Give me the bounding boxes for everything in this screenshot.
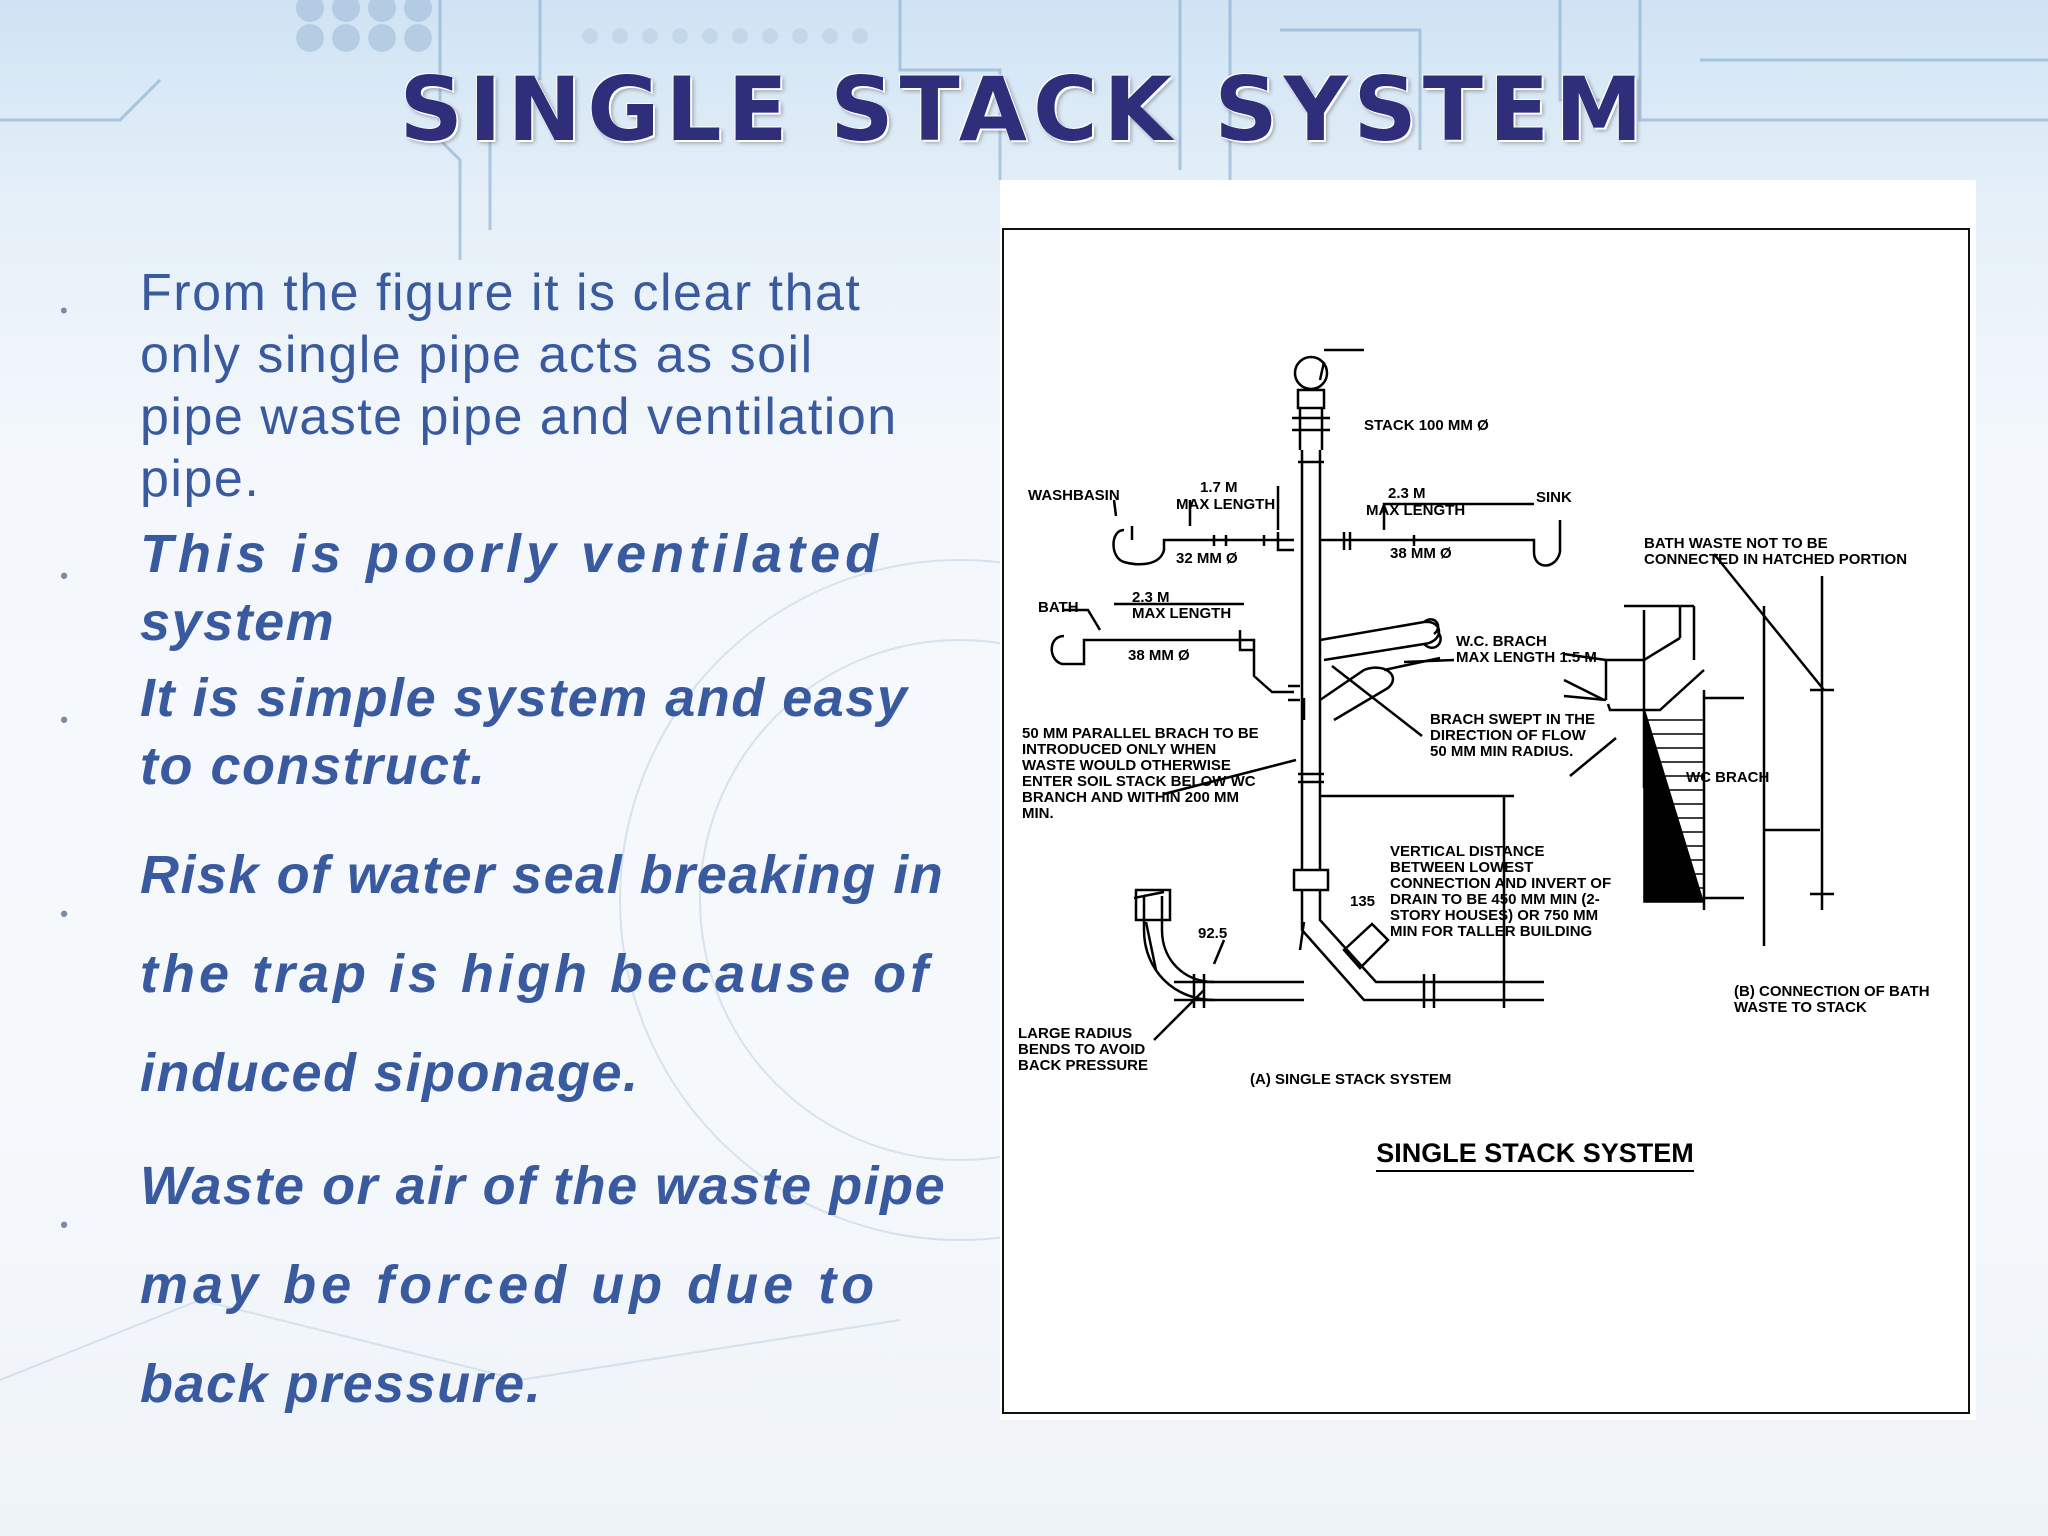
- label-bath-waste: BATH WASTE NOT TO BE: [1644, 535, 1828, 552]
- main-stack-pipe: [1300, 450, 1322, 870]
- label-bath-diameter: 38 MM Ø: [1128, 647, 1190, 664]
- label-sink: SINK: [1536, 489, 1572, 506]
- circuit-lines: [0, 0, 2048, 260]
- label-wb-length: 1.7 M: [1200, 479, 1238, 496]
- label-parallel-branch: 50 MM PARALLEL BRACH TO BE: [1022, 725, 1259, 742]
- svg-text:WASTE WOULD OTHERWISE: WASTE WOULD OTHERWISE: [1022, 757, 1231, 774]
- svg-text:MIN.: MIN.: [1022, 805, 1054, 822]
- svg-text:MAX LENGTH: MAX LENGTH: [1176, 496, 1275, 513]
- svg-text:MAX LENGTH 1.5 M: MAX LENGTH 1.5 M: [1456, 649, 1597, 666]
- label-branch-swept: BRACH SWEPT IN THE: [1430, 711, 1595, 728]
- label-vertical-distance: VERTICAL DISTANCE: [1390, 843, 1544, 860]
- svg-text:STORY HOUSES) OR 750 MM: STORY HOUSES) OR 750 MM: [1390, 907, 1598, 924]
- slide-title: SINGLE STACK SYSTEM: [399, 58, 1649, 161]
- bullet-dot-icon: •: [60, 298, 70, 323]
- hatched-portion: [1643, 706, 1704, 903]
- svg-text:BENDS TO AVOID: BENDS TO AVOID: [1018, 1041, 1145, 1058]
- svg-text:50 MM MIN RADIUS.: 50 MM MIN RADIUS.: [1430, 743, 1573, 760]
- bullet-dot-icon: •: [60, 563, 73, 588]
- svg-text:MAX LENGTH: MAX LENGTH: [1366, 502, 1465, 519]
- svg-text:CONNECTION AND INVERT OF: CONNECTION AND INVERT OF: [1390, 875, 1611, 892]
- label-large-radius: LARGE RADIUS: [1018, 1025, 1132, 1042]
- single-stack-diagram: STACK 100 MM Ø WASHBASIN 1.7 M MAX LENGT…: [1018, 348, 1930, 1088]
- label-washbasin: WASHBASIN: [1028, 487, 1120, 504]
- svg-text:BETWEEN LOWEST: BETWEEN LOWEST: [1390, 859, 1533, 876]
- label-sink-diameter: 38 MM Ø: [1390, 545, 1452, 562]
- svg-text:DIRECTION OF FLOW: DIRECTION OF FLOW: [1430, 727, 1587, 744]
- svg-text:ENTER SOIL STACK BELOW WC: ENTER SOIL STACK BELOW WC: [1022, 773, 1256, 790]
- label-angle-135: 135: [1350, 893, 1375, 910]
- label-sink-length: 2.3 M: [1388, 485, 1426, 502]
- svg-text:MIN FOR TALLER BUILDING: MIN FOR TALLER BUILDING: [1390, 923, 1592, 940]
- label-stack: STACK 100 MM Ø: [1364, 417, 1489, 434]
- label-bath-length: 2.3 M: [1132, 589, 1170, 606]
- caption-a: (A) SINGLE STACK SYSTEM: [1250, 1071, 1451, 1088]
- label-angle-92-5: 92.5: [1198, 925, 1227, 942]
- bullet-list: • From the figure it is clear that only …: [56, 262, 956, 1434]
- svg-text:WASTE TO STACK: WASTE TO STACK: [1734, 999, 1867, 1016]
- svg-text:DRAIN TO BE 450 MM MIN (2-: DRAIN TO BE 450 MM MIN (2-: [1390, 891, 1600, 908]
- svg-text:INTRODUCED ONLY WHEN: INTRODUCED ONLY WHEN: [1022, 741, 1216, 758]
- svg-text:BACK PRESSURE: BACK PRESSURE: [1018, 1057, 1148, 1074]
- bullet-item: • From the figure it is clear that only …: [60, 264, 898, 508]
- figure-caption: SINGLE STACK SYSTEM: [1376, 1138, 1694, 1172]
- svg-text:CONNECTED IN HATCHED PORTION: CONNECTED IN HATCHED PORTION: [1644, 551, 1907, 568]
- label-bath: BATH: [1038, 599, 1079, 616]
- bullet-dot-icon: •: [60, 901, 70, 926]
- caption-b: (B) CONNECTION OF BATH: [1734, 983, 1930, 1000]
- bullet-item: • It is simple system and easy to constr…: [60, 668, 909, 796]
- label-wb-diameter: 32 MM Ø: [1176, 550, 1238, 567]
- svg-text:BRANCH AND WITHIN 200 MM: BRANCH AND WITHIN 200 MM: [1022, 789, 1239, 806]
- bullet-item: • Waste or air of the waste pipe may be …: [60, 1156, 947, 1414]
- bullet-dot-icon: •: [60, 707, 70, 732]
- svg-text:MAX LENGTH: MAX LENGTH: [1132, 605, 1231, 622]
- bullet-dot-icon: •: [60, 1212, 70, 1237]
- plumbing-diagram: STACK 100 MM Ø WASHBASIN 1.7 M MAX LENGT…: [1002, 228, 1970, 1414]
- dot-pattern: [296, 0, 432, 52]
- label-wc-branch: W.C. BRACH: [1456, 633, 1547, 650]
- bullet-item: • This is poorly ventilated system: [60, 524, 884, 652]
- bullet-item: • Risk of water seal breaking in the tra…: [60, 845, 945, 1103]
- label-wc-brach: WC BRACH: [1686, 769, 1769, 786]
